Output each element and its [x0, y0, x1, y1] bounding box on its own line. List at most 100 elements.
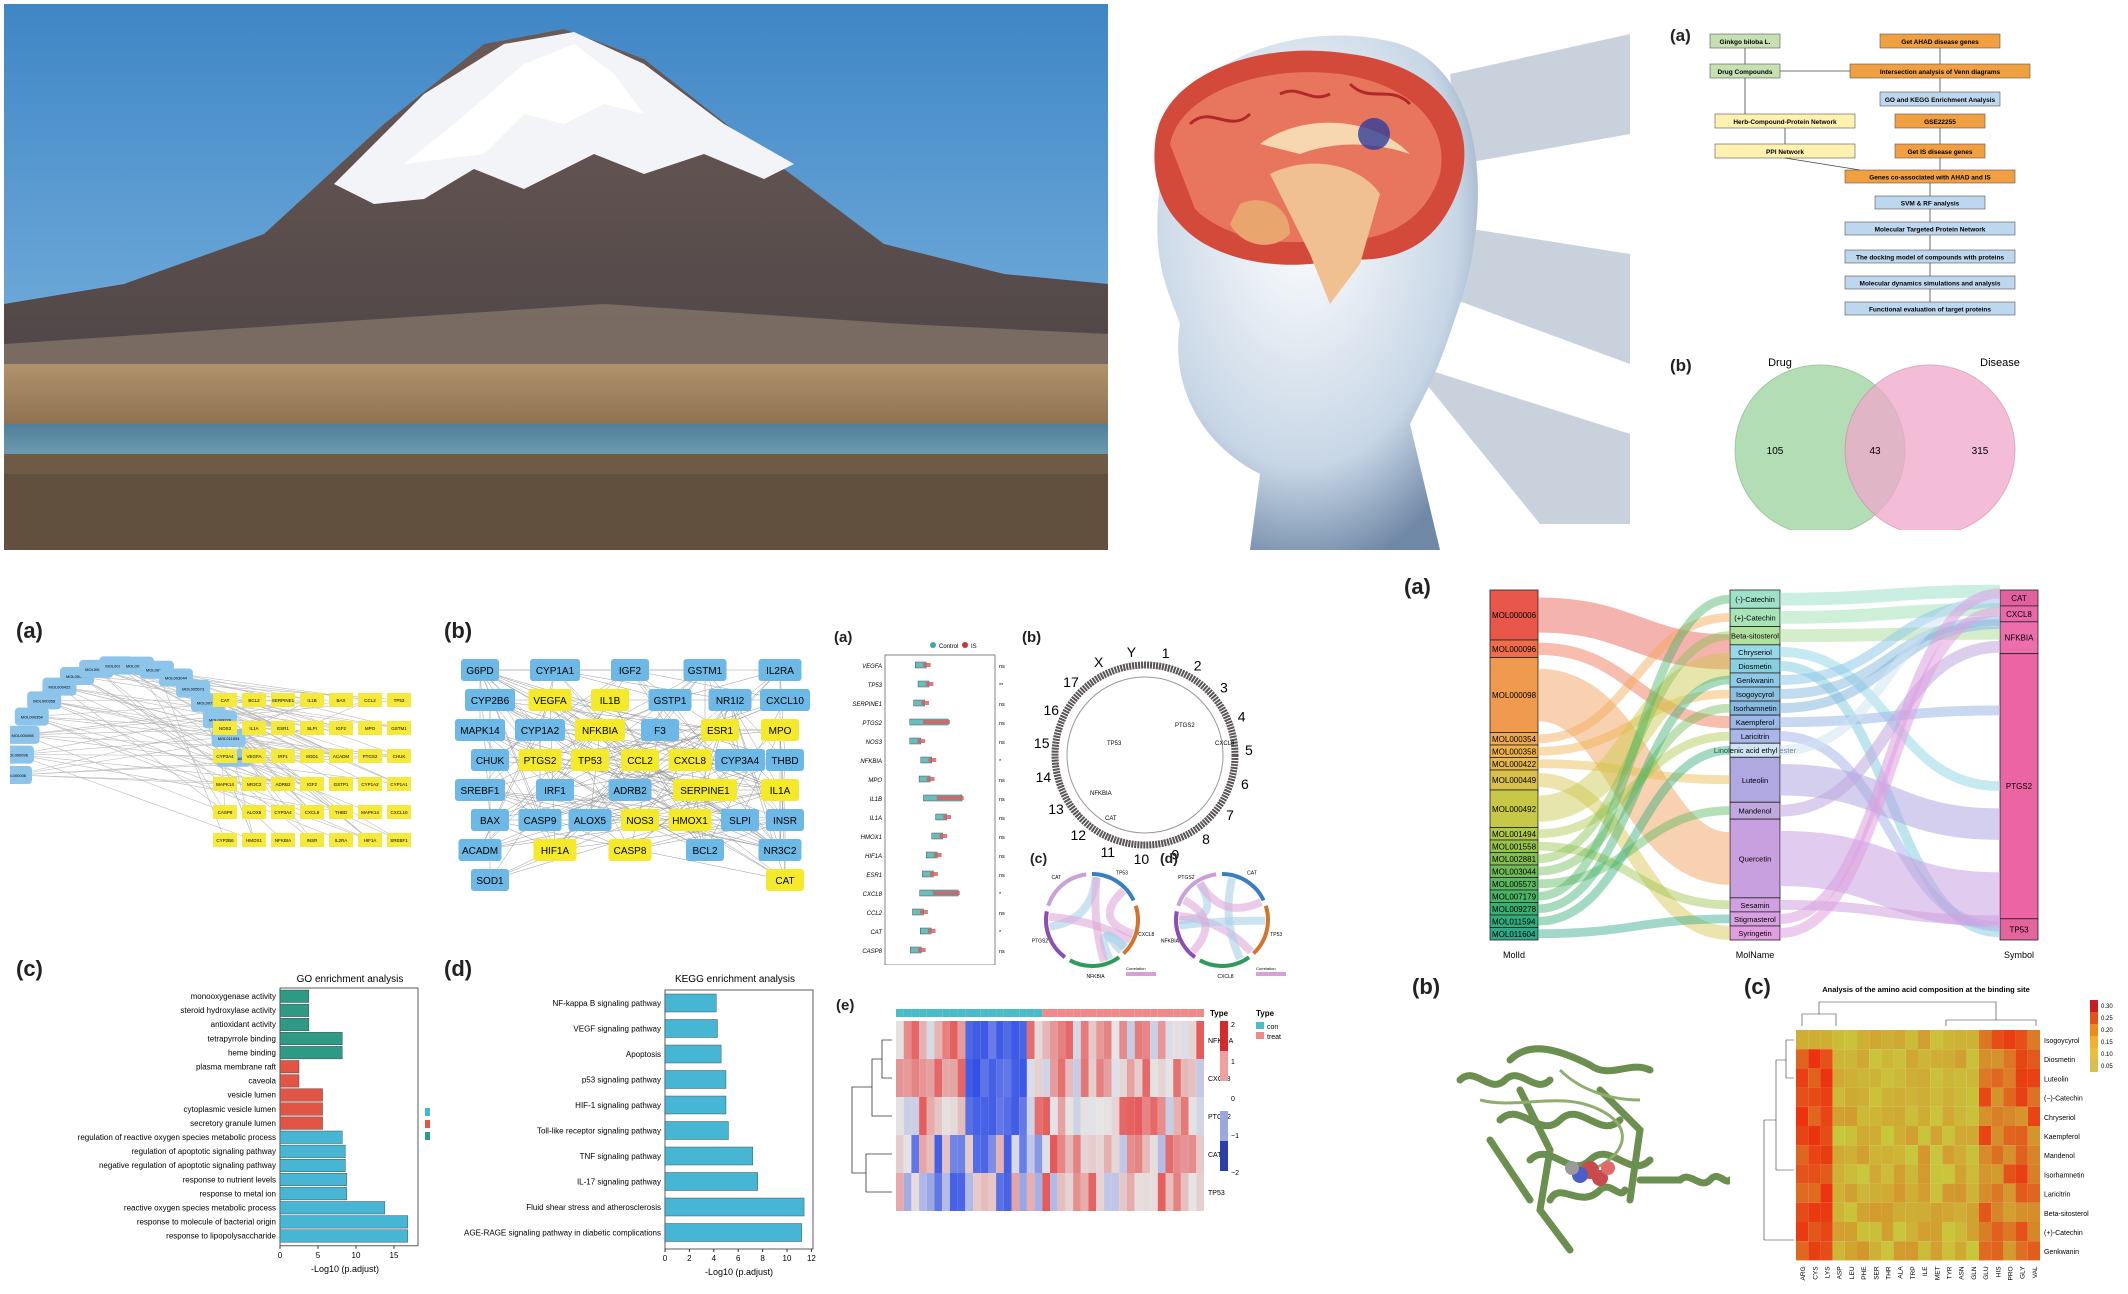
heatmap-e-cell: [1073, 1021, 1081, 1059]
sankey-label: (a): [1404, 574, 1431, 599]
aa-heatmap-cell: [1808, 1145, 1821, 1165]
go-bar: [279, 1074, 300, 1088]
heatmap-e-cell: [965, 1173, 973, 1211]
network-a-edge: [14, 774, 226, 785]
sankey-molname-label: Isorhamnetin: [1733, 704, 1776, 713]
network-a-gene-node: [242, 721, 266, 735]
heatmap-e-cell: [1111, 1097, 1120, 1135]
heatmap-e-cell: [934, 1021, 943, 1059]
boxplot-gene-label: SERPINE1: [852, 702, 882, 708]
heatmap-e-cell: [980, 1173, 989, 1211]
heatmap-e-cell: [942, 1097, 950, 1135]
kegg-bar: [664, 1223, 802, 1242]
network-a-edge: [76, 675, 342, 813]
aa-heatmap-cell: [1857, 1183, 1870, 1203]
aa-heatmap-cell: [1893, 1087, 1906, 1107]
aa-heatmap-cell: [2015, 1049, 2028, 1069]
heatmap-e-type-cell: [1065, 1009, 1074, 1017]
network-a-gene-label: ADRB2: [275, 782, 291, 787]
network-b-node: [758, 659, 802, 681]
heatmap-e-type-cell: [1173, 1009, 1181, 1017]
sankey-link: [1779, 830, 2001, 928]
aa-heatmap-cell: [1930, 1241, 1943, 1261]
network-a-edge: [14, 774, 284, 785]
sankey-molname-label: Beta-sitosterol: [1731, 632, 1779, 641]
sankey-molname-label: Luteolin: [1742, 776, 1768, 785]
network-b-node-label: SREBF1: [461, 786, 500, 797]
heatmap-e-cell: [1157, 1135, 1166, 1173]
network-a-gene-node: [358, 721, 382, 735]
network-b-node: [471, 749, 509, 771]
heatmap-e-cell: [996, 1059, 1004, 1097]
go-tick-label: 10: [352, 1251, 361, 1260]
heatmap-e-type-cell: [911, 1009, 920, 1017]
heatmap-e-cell: [1188, 1059, 1197, 1097]
heatmap-e-cell: [1011, 1021, 1020, 1059]
network-b-edge: [549, 699, 631, 791]
heatmap-e-type-cell: [1026, 1009, 1035, 1017]
boxplot-sig: ns: [999, 664, 1005, 670]
heatmap-e-scale-cell: [1220, 1081, 1228, 1111]
aa-heatmap-cell: [1808, 1030, 1821, 1050]
heatmap-e-cell: [996, 1135, 1004, 1173]
aa-heatmap-cell: [1905, 1202, 1918, 1222]
boxplot-gene-label: CXCL8: [863, 892, 883, 898]
heatmap-e-type-cell: [1080, 1009, 1089, 1017]
network-b-node-label: NR3C2: [764, 846, 797, 857]
network-a-gene-label: VEGFA: [246, 754, 261, 759]
sankey-axis-molname: MolName: [1736, 950, 1775, 960]
network-b-label: (b): [444, 618, 473, 643]
heatmap-e-cell: [1165, 1097, 1174, 1135]
aa-heatmap-cell: [2003, 1164, 2016, 1184]
network-a-edge: [44, 700, 226, 729]
network-b-node-label: MAPK14: [460, 726, 500, 737]
network-a-mol-label: MOL000449: [66, 674, 89, 679]
aa-heatmap-cell: [1991, 1241, 2004, 1261]
boxplot-gene-label: ESR1: [866, 873, 882, 879]
circos-plot: 1234567891011121314151617XYTP53PTGS2CXCL…: [1034, 644, 1253, 865]
network-b-edge: [539, 729, 786, 821]
circos-chrom-label: 9: [1171, 846, 1179, 862]
aa-heatmap-col-label: GLY: [2020, 1266, 2027, 1279]
network-b-node: [701, 719, 739, 741]
kegg-bar: [664, 1044, 722, 1064]
boxplot-box-is: [932, 891, 960, 895]
heatmap-e-cell: [1103, 1097, 1112, 1135]
sankey-link: [1779, 705, 2001, 728]
chord-legend-bar: [1256, 972, 1286, 976]
network-a-gene-node: [358, 833, 382, 847]
aa-heatmap-cell: [2027, 1087, 2040, 1107]
network-a-edge: [31, 716, 342, 841]
heatmap-e-cell: [973, 1135, 981, 1173]
heatmap-e-cell: [919, 1059, 927, 1097]
heatmap-e-cell: [980, 1135, 989, 1173]
network-b-node-label: MPO: [769, 726, 792, 737]
aa-heatmap-cell: [1808, 1126, 1821, 1146]
heatmap-e-cell: [896, 1173, 904, 1211]
aa-heatmap-cell: [1820, 1049, 1833, 1069]
sankey-molid-label: MOL009278: [1492, 905, 1537, 914]
aa-heatmap-cell: [1857, 1126, 1870, 1146]
aa-heatmap-scale-label: 0.15: [2101, 1040, 2113, 1046]
aa-heatmap-cell: [1796, 1106, 1809, 1126]
heatmap-e-cell: [1003, 1059, 1012, 1097]
boxplot-legend-is-dot: [962, 642, 968, 648]
heatmap-e-cell: [1180, 1173, 1189, 1211]
network-b-node: [533, 839, 577, 861]
boxplot-gene-label: IL1A: [870, 816, 882, 822]
network-b-node: [608, 779, 652, 801]
heatmap-e-cell: [896, 1059, 904, 1097]
circos-gene-label: CXCL8: [1215, 741, 1235, 747]
aa-heatmap-cell: [1881, 1087, 1894, 1107]
boxplot-gene-label: HMOX1: [861, 835, 882, 841]
aa-heatmap-cell: [1905, 1068, 1918, 1088]
aa-heatmap-cell: [1930, 1222, 1943, 1242]
aa-heatmap-cell: [1857, 1049, 1870, 1069]
network-a-edge: [76, 675, 226, 757]
sankey-link: [1779, 588, 2001, 924]
boxplot-sig: ns: [999, 854, 1005, 860]
aa-heatmap-cell: [2015, 1241, 2028, 1261]
network-a-gene-label: HMOX1: [246, 838, 263, 843]
heatmap-e-type-cell: [1073, 1009, 1081, 1017]
heatmap-e-cell: [919, 1135, 927, 1173]
